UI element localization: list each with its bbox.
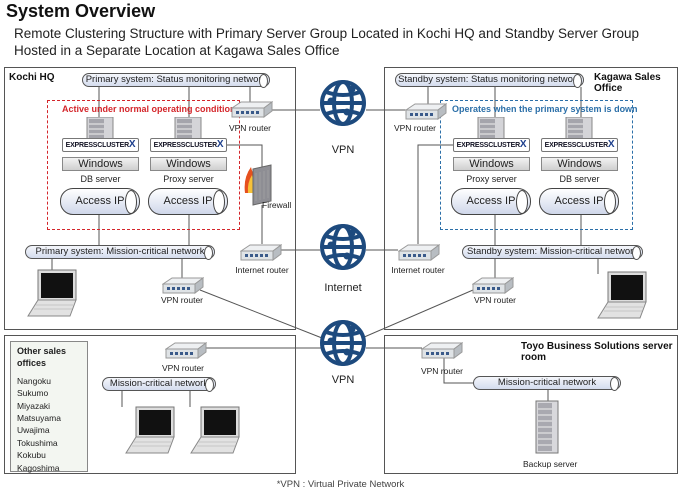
vpn-top-label: VPN	[331, 144, 355, 156]
kagawa-vpn-router-top-label: VPN router	[393, 123, 437, 133]
expresscluster-logo: EXPRESSCLUSTERX	[62, 138, 139, 152]
kochi-vpn-router-bottom-label: VPN router	[160, 295, 204, 305]
subtitle-line-2: Hosted in a Separate Location at Kagawa …	[14, 43, 340, 58]
other-vpn-router-label: VPN router	[161, 363, 205, 373]
server-role-label: DB server	[80, 174, 121, 184]
server-role-label: Proxy server	[163, 174, 214, 184]
kagawa-laptop-icon	[597, 271, 647, 319]
primary-mission-network: Primary system: Mission-critical network	[25, 245, 215, 260]
vpn-bottom-globe-icon	[320, 320, 366, 366]
kochi-internet-router-icon	[240, 244, 282, 261]
server-tower-icon	[477, 117, 505, 139]
footnote: *VPN : Virtual Private Network	[276, 479, 405, 490]
kagawa-label: Kagawa Sales Office	[594, 72, 661, 94]
standby-note: Operates when the primary system is down	[452, 104, 638, 114]
kagawa-vpn-router-bottom-icon	[472, 277, 514, 294]
expresscluster-logo: EXPRESSCLUSTERX	[453, 138, 530, 152]
subtitle-line-1: Remote Clustering Structure with Primary…	[14, 26, 640, 41]
standby-group	[440, 100, 633, 230]
kochi-internet-router-label: Internet router	[235, 265, 289, 275]
windows-os-label: Windows	[541, 157, 618, 171]
expresscluster-logo: EXPRESSCLUSTERX	[541, 138, 618, 152]
server-tower-icon	[565, 117, 593, 139]
toyo-label: Toyo Business Solutions server room	[521, 341, 673, 363]
windows-os-label: Windows	[62, 157, 139, 171]
office-item: Matsuyama	[17, 413, 61, 424]
other-laptop-2-icon	[190, 406, 240, 454]
kagawa-vpn-router-bottom-label: VPN router	[473, 295, 517, 305]
other-mission-network: Mission-critical network	[102, 377, 216, 392]
active-note: Active under normal operating conditions	[62, 104, 241, 114]
other-vpn-router-icon	[165, 342, 207, 359]
office-item: Miyazaki	[17, 400, 51, 411]
toyo-vpn-router-label: VPN router	[420, 366, 464, 376]
office-item: Kokubu	[17, 450, 46, 461]
standby-mission-network: Standby system: Mission-critical network	[462, 245, 643, 260]
other-offices-title: Other sales offices	[17, 346, 67, 369]
backup-server-icon	[535, 400, 559, 454]
office-item: Kagoshima	[17, 462, 60, 473]
internet-label: Internet	[324, 282, 362, 294]
windows-os-label: Windows	[150, 157, 227, 171]
other-laptop-1-icon	[125, 406, 175, 454]
office-item: Sukumo	[17, 388, 49, 399]
office-item: Tokushima	[17, 437, 58, 448]
server-tower-icon	[174, 117, 202, 139]
vpn-bottom-label: VPN	[331, 374, 355, 386]
backup-server-label: Backup server	[523, 459, 578, 469]
internet-globe-icon	[320, 224, 366, 270]
access-ip: Access IP	[60, 188, 140, 215]
access-ip: Access IP	[148, 188, 228, 215]
page-title: System Overview	[6, 1, 156, 21]
active-group	[47, 100, 240, 230]
kochi-hq-label: Kochi HQ	[9, 72, 55, 83]
kochi-vpn-router-bottom-icon	[162, 277, 204, 294]
office-item: Uwajima	[17, 425, 50, 436]
firewall-icon	[244, 164, 272, 206]
kagawa-internet-router-label: Internet router	[391, 265, 445, 275]
toyo-mission-network: Mission-critical network	[473, 376, 621, 391]
kochi-laptop-icon	[27, 269, 77, 317]
firewall-label: Firewall	[262, 200, 292, 210]
standby-status-network: Standby system: Status monitoring networ…	[395, 73, 584, 88]
vpn-top-globe-icon	[320, 80, 366, 126]
access-ip: Access IP	[539, 188, 619, 215]
kagawa-internet-router-icon	[398, 244, 440, 261]
kagawa-vpn-router-top-icon	[405, 103, 447, 120]
toyo-vpn-router-icon	[421, 342, 463, 359]
server-role-label: Proxy server	[466, 174, 517, 184]
server-role-label: DB server	[559, 174, 600, 184]
kochi-vpn-router-top-label: VPN router	[228, 123, 272, 133]
server-tower-icon	[86, 117, 114, 139]
office-item: Nangoku	[17, 375, 52, 386]
kochi-vpn-router-top-icon	[231, 101, 273, 118]
primary-status-network: Primary system: Status monitoring networ…	[82, 73, 270, 88]
windows-os-label: Windows	[453, 157, 530, 171]
expresscluster-logo: EXPRESSCLUSTERX	[150, 138, 227, 152]
access-ip: Access IP	[451, 188, 531, 215]
